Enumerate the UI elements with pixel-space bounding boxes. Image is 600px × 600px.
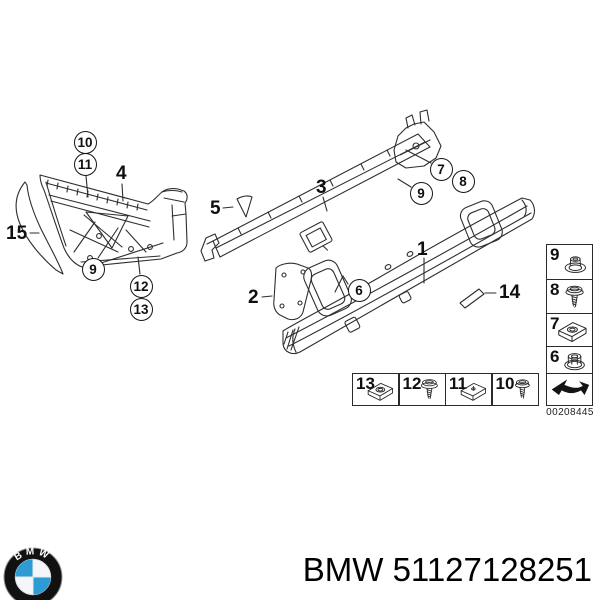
callout-7-label: 7 [437, 161, 445, 177]
part-3-upper-rail [200, 109, 442, 262]
callout-6: 6 [347, 278, 371, 302]
legend-item-10: 10 [491, 373, 539, 406]
callout-9-right: 9 [409, 181, 433, 205]
legend-item-9-label: 9 [550, 245, 560, 264]
speed-clip-nut-icon [367, 382, 394, 401]
leader-lines [29, 149, 497, 298]
part-1-impact-bar [282, 197, 535, 355]
legend-item-10-label: 10 [495, 374, 515, 393]
part-label-5: 5 [210, 198, 221, 219]
legend-item-6-label: 6 [550, 347, 560, 366]
part-label-2: 2 [248, 287, 259, 308]
callout-12: 12 [129, 274, 153, 298]
part-15-trim-strip [15, 181, 64, 275]
diagram-code: 00208445 [546, 407, 594, 418]
callout-9-right-label: 9 [417, 185, 425, 201]
callout-8-label: 8 [459, 173, 467, 189]
part-label-3: 3 [316, 177, 327, 198]
callout-7: 7 [429, 157, 453, 181]
callout-9-left: 9 [81, 257, 105, 281]
bmw-logo-quadrant [15, 559, 33, 577]
footer-number: 51127128251 [392, 551, 592, 588]
callout-13-label: 13 [133, 301, 149, 317]
legend-item-6: 6 [547, 346, 592, 374]
callout-8: 8 [451, 169, 475, 193]
legend-item-12-label: 12 [402, 374, 422, 393]
footer-part-number: BMW 51127128251 [303, 551, 592, 589]
legend-item-13: 13 [352, 373, 399, 406]
part-label-15: 15 [6, 223, 28, 244]
legend-arrow-box [546, 373, 593, 406]
flange-nut-icon [564, 353, 585, 371]
part-label-14: 14 [499, 282, 521, 303]
callout-13: 13 [129, 297, 153, 321]
speed-clip-nut-icon [558, 322, 587, 343]
callout-6-label: 6 [355, 282, 363, 298]
hex-head-screw-icon [514, 379, 530, 399]
part-label-4: 4 [116, 163, 127, 184]
footer-brand: BMW [302, 551, 384, 588]
legend-item-11: 11 [445, 373, 492, 406]
direction-arrow-icon [551, 379, 590, 395]
bmw-logo: BMW [3, 547, 63, 600]
part-label-1: 1 [417, 239, 428, 260]
bracket-mount-right [459, 200, 503, 248]
legend-item-7-label: 7 [550, 313, 560, 333]
callout-11-label: 11 [77, 156, 93, 172]
legend-item-9: 9 [547, 245, 592, 279]
legend-item-8-label: 8 [550, 280, 560, 299]
legend-item-11-label: 11 [449, 374, 467, 393]
callout-11: 11 [73, 152, 97, 176]
part-5-wedge [236, 195, 253, 218]
callout-12-label: 12 [133, 278, 149, 294]
part-14-pad [459, 288, 485, 309]
legend-item-8: 8 [547, 279, 592, 313]
legend-item-12: 12 [398, 373, 446, 406]
expanding-rivet-nut-icon [564, 256, 586, 273]
callout-10: 10 [73, 130, 97, 154]
callout-9-left-label: 9 [89, 261, 97, 277]
flange-head-screw-icon [420, 379, 438, 400]
speed-clip-nut-pin-icon [460, 382, 487, 401]
legend-item-13-label: 13 [356, 374, 375, 393]
legend-item-7: 7 [547, 312, 592, 347]
part-2-plate [273, 262, 313, 321]
part-4-carrier-panel [39, 174, 188, 268]
flange-head-screw-icon [565, 285, 584, 308]
bmw-logo-quadrant [33, 577, 51, 595]
callout-10-label: 10 [77, 134, 93, 150]
